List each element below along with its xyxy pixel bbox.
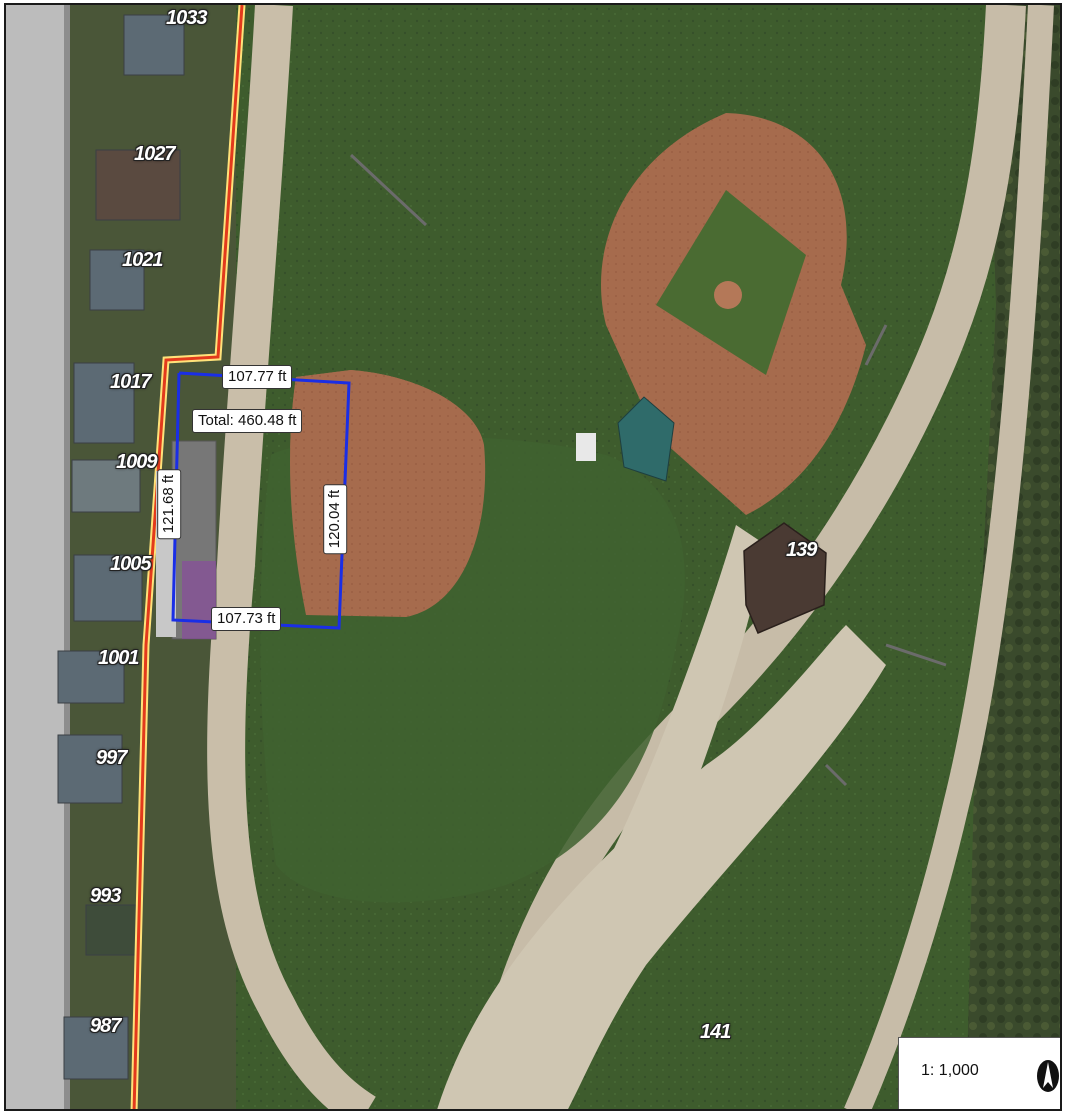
parcel-label-1033: 1033	[166, 7, 207, 29]
parcel-label-987: 987	[90, 1015, 121, 1037]
pavilion-139	[743, 522, 827, 634]
house-1009	[71, 459, 141, 513]
house-1027	[95, 149, 181, 221]
parcel-label-139: 139	[786, 539, 817, 561]
dirt-road-far-right	[844, 5, 1054, 1109]
house-1017	[73, 362, 135, 444]
parcel-label-993: 993	[90, 885, 121, 907]
house-1033	[123, 14, 185, 76]
aerial-map[interactable]	[6, 5, 1062, 1111]
house-1005	[73, 554, 143, 622]
house-987	[63, 1016, 129, 1080]
measure-right-label: 120.04 ft	[323, 483, 348, 555]
parcel-label-1005: 1005	[110, 553, 151, 575]
pitchers-mound	[714, 281, 742, 309]
shed	[576, 433, 596, 461]
fences	[349, 153, 947, 787]
street	[6, 5, 66, 1109]
measure-top-label: 107.77 ft	[222, 365, 293, 389]
dugout-roof	[617, 396, 675, 482]
parcel-label-1027: 1027	[134, 143, 175, 165]
purple-structure	[182, 561, 216, 639]
house-993	[85, 904, 137, 956]
map-frame[interactable]: 1033 1027 1021 1017 1009 1005 1001 997 9…	[4, 3, 1062, 1111]
measure-total-label: Total: 460.48 ft	[192, 409, 303, 433]
house-997	[57, 734, 123, 804]
houses	[57, 14, 185, 1080]
small-infield-dirt-top	[290, 370, 486, 617]
parcel-label-997: 997	[96, 747, 127, 769]
scale-label: 1: 1,000	[921, 1062, 979, 1079]
north-arrow-icon	[1037, 1060, 1059, 1092]
parcel-label-1009: 1009	[116, 451, 157, 473]
parcel-label-1017: 1017	[110, 371, 151, 393]
gravel-path	[606, 525, 766, 885]
measure-bottom-label: 107.73 ft	[211, 607, 282, 631]
house-1001	[57, 650, 125, 704]
dirt-road-left	[207, 5, 377, 1109]
curb	[64, 5, 70, 1109]
property-boundary	[132, 5, 244, 1109]
scale-widget: 1: 1,000	[898, 1037, 1060, 1109]
parcel-label-1021: 1021	[122, 249, 163, 271]
parcel-label-1001: 1001	[98, 647, 139, 669]
house-1021	[89, 249, 145, 311]
parcel-label-141: 141	[700, 1021, 731, 1043]
measure-left-label: 121.68 ft	[157, 468, 182, 540]
